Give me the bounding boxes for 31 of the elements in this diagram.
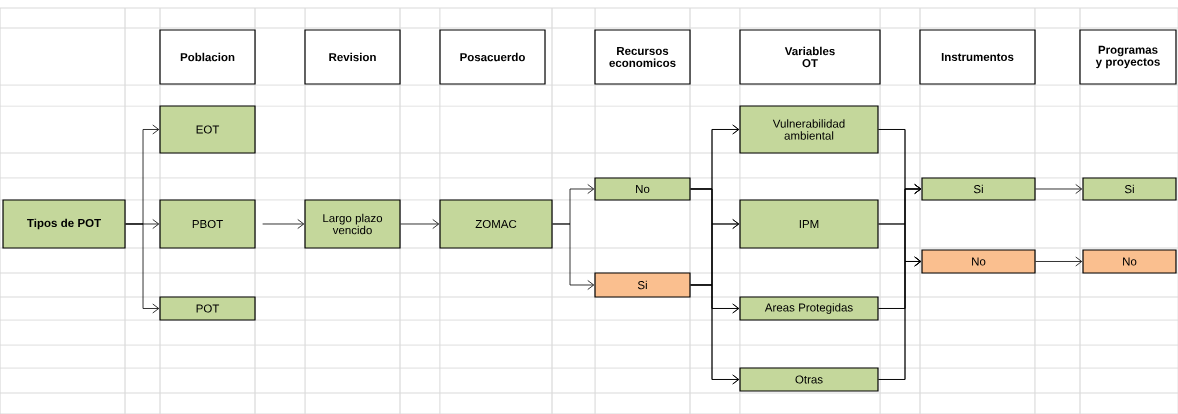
header-box: Posacuerdo — [439, 29, 546, 85]
arrow — [878, 256, 922, 380]
process-box: IPM — [739, 199, 879, 249]
process-box: POT — [159, 296, 256, 321]
process-box: No — [1082, 249, 1177, 274]
process-box: Si — [1082, 177, 1177, 201]
process-box: Otras — [739, 367, 879, 392]
arrow — [125, 223, 160, 314]
process-box: ZOMAC — [439, 199, 553, 249]
arrow — [552, 223, 595, 290]
arrow — [690, 284, 740, 385]
arrow — [1035, 256, 1083, 267]
process-box: Vulnerabilidad ambiental — [739, 105, 879, 154]
header-box: Variables OT — [739, 29, 881, 85]
process-box: Areas Protegidas — [739, 296, 879, 321]
arrow — [262, 219, 305, 229]
process-box: EOT — [159, 105, 256, 154]
header-box: Recursos economicos — [594, 29, 691, 85]
arrow — [400, 219, 440, 229]
process-box: No — [594, 177, 691, 201]
process-box: No — [921, 249, 1036, 274]
header-box: Programas y proyectos — [1079, 29, 1177, 85]
process-box: Largo plazo vencido — [304, 199, 401, 249]
process-box: Tipos de POT — [2, 199, 126, 249]
process-box: Si — [594, 272, 691, 298]
header-box: Revision — [304, 29, 401, 85]
header-box: Poblacion — [159, 29, 256, 85]
header-box: Instrumentos — [919, 29, 1036, 85]
arrow — [1035, 184, 1083, 194]
process-box: PBOT — [159, 199, 256, 249]
process-box: Si — [921, 177, 1036, 201]
